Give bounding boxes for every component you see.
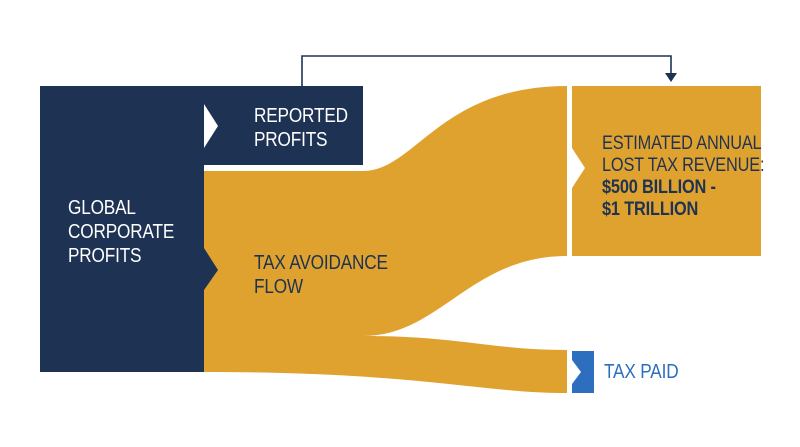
reported-profits-node [204,86,363,165]
tax-avoidance-flow-band [204,86,567,336]
lost-tax-revenue-node [572,86,761,256]
connector-arrow-line [301,55,672,86]
tax-avoidance-label: TAX AVOIDANCE FLOW [254,252,388,298]
lost-tax-revenue-label: ESTIMATED ANNUAL LOST TAX REVENUE: $500 … [602,133,765,220]
reported-profits-label: REPORTED PROFITS [254,105,348,151]
global-profits-node [40,86,204,372]
tax-paid-flow-band [204,336,567,393]
avoidance-notch [204,248,218,290]
tax-paid-node [572,351,594,393]
tax-paid-label: TAX PAID [604,361,679,383]
arrow-head-icon [665,73,677,82]
global-profits-label: GLOBAL CORPORATE PROFITS [68,197,175,267]
